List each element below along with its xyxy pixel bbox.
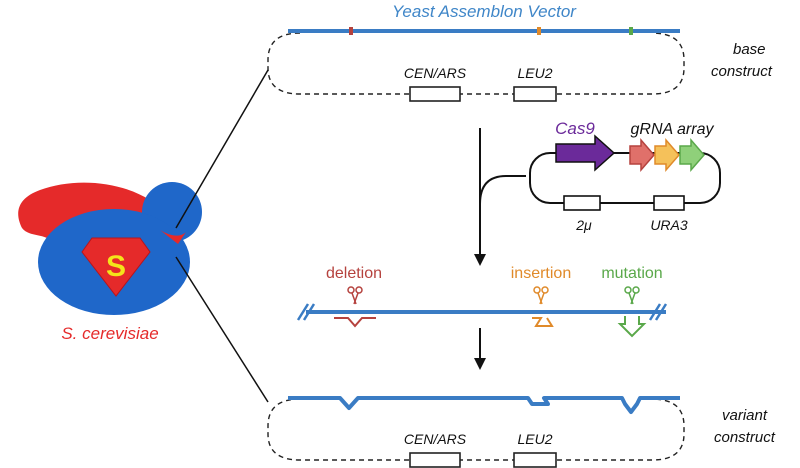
base-site-green: [629, 27, 633, 35]
variant-construct-label-line1: variant: [722, 407, 768, 424]
deletion-mark: [334, 317, 376, 328]
variant-leu2-label: LEU2: [517, 431, 552, 447]
insertion-label: insertion: [511, 265, 571, 282]
organism-label: S. cerevisiae: [61, 324, 158, 343]
cas9-label: Cas9: [555, 119, 595, 138]
variant-dna-line: [288, 396, 680, 414]
base-site-orange: [537, 27, 541, 35]
leu2-box: [513, 86, 557, 102]
process-arrow-top: [474, 128, 526, 266]
base-construct: CEN/ARS LEU2 base construct: [267, 27, 773, 102]
variant-construct: CEN/ARS LEU2 variant construct: [267, 396, 776, 468]
two-micron-label: 2μ: [575, 217, 592, 233]
insertion-mark: [532, 317, 554, 327]
zoom-line-bottom: [175, 256, 269, 403]
yeast-cell: S S. cerevisiae: [18, 182, 202, 343]
two-micron-box: [563, 195, 601, 211]
variant-cen-ars-label: CEN/ARS: [404, 431, 467, 447]
scissors-icon-insertion: [533, 286, 549, 305]
cape-collar: [160, 230, 186, 244]
zoom-line-top: [175, 69, 269, 229]
mutation-label: mutation: [601, 265, 662, 282]
superman-logo-s: S: [106, 250, 126, 283]
grna-arrow-green: [679, 137, 705, 173]
deletion-label: deletion: [326, 265, 382, 282]
variant-cen-ars-box: [409, 452, 461, 468]
base-construct-label-line2: construct: [711, 63, 773, 80]
cas9-arrow: [555, 134, 616, 172]
base-construct-label-line1: base: [733, 41, 766, 58]
grna-array-label: gRNA array: [631, 121, 715, 138]
ura3-label: URA3: [650, 217, 688, 233]
grna-arrow-red: [629, 137, 655, 173]
leu2-label: LEU2: [517, 65, 552, 81]
grna-arrow-orange: [654, 137, 680, 173]
scissors-icon-deletion: [347, 286, 363, 305]
cas9-plasmid: Cas9 gRNA array 2μ URA3: [529, 119, 721, 233]
variant-construct-label-line2: construct: [714, 429, 776, 446]
superman-logo-shield: [81, 237, 151, 297]
base-site-red: [349, 27, 353, 35]
variant-construct-backbone: [267, 398, 685, 461]
ura3-box: [653, 195, 685, 211]
cen-ars-label: CEN/ARS: [404, 65, 467, 81]
plasmid-backbone: [529, 152, 721, 204]
diagram-title: Yeast Assemblon Vector: [392, 2, 577, 21]
editing-dna: deletion insertion mutation: [296, 265, 668, 338]
process-arrow-bottom: [474, 328, 486, 370]
cen-ars-box: [409, 86, 461, 102]
scissors-icon-mutation: [624, 286, 640, 305]
base-construct-backbone: [267, 32, 685, 95]
mutation-mark: [617, 316, 647, 338]
variant-leu2-box: [513, 452, 557, 468]
